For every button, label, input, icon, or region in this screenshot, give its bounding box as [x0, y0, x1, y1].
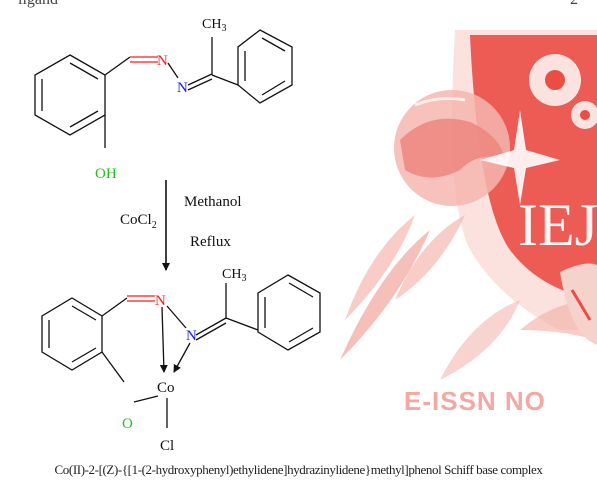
complex-n2-label: N	[186, 328, 197, 344]
complex-methyl-label: CH3	[222, 267, 246, 284]
complex-oxygen-label: O	[122, 416, 133, 432]
gear-icon	[529, 54, 597, 129]
star-burst-icon	[480, 110, 560, 205]
ligand-hydroxyl-label: OH	[95, 166, 117, 182]
top-fragment-left: ligand	[18, 0, 58, 8]
figure-caption: Co(II)-2-[(Z)-{[1-(2-hydroxyphenyl)ethyl…	[54, 462, 543, 477]
leaf-swoosh	[340, 215, 597, 380]
solvent-label: Methanol	[184, 194, 242, 210]
watermark-logo: IEJ E-ISSN NO	[340, 30, 597, 416]
coordination-arrows	[159, 306, 191, 373]
globe-icon	[394, 90, 510, 206]
complex-labels: CH3 N N Co O Cl	[122, 267, 246, 454]
ligand-n1-label: N	[157, 53, 168, 69]
complex-phenyl-ring	[257, 274, 321, 351]
ligand-structure	[34, 29, 293, 148]
top-fragment-right: 2	[570, 0, 578, 8]
watermark-logo-text: IEJ	[518, 192, 597, 258]
complex-structure	[41, 274, 321, 428]
complex-n1-label: N	[155, 293, 166, 309]
condition-label: Reflux	[190, 234, 231, 250]
complex-metal-label: Co	[157, 380, 175, 396]
ligand-n2-label: N	[177, 80, 188, 96]
complex-chloride-label: Cl	[160, 438, 174, 454]
ligand-labels: CH3 N N OH	[95, 17, 226, 182]
ligand-methyl-label: CH3	[202, 17, 226, 34]
reagent-label: CoCl2	[120, 212, 157, 231]
ligand-phenyl-ring	[237, 29, 293, 104]
ligand-phenol-ring	[34, 54, 106, 136]
pen-nib-icon	[560, 263, 597, 345]
page-top-fragment: ligand 2	[0, 0, 597, 8]
watermark-issn-text: E-ISSN NO	[404, 386, 546, 416]
complex-phenol-ring	[41, 297, 103, 371]
